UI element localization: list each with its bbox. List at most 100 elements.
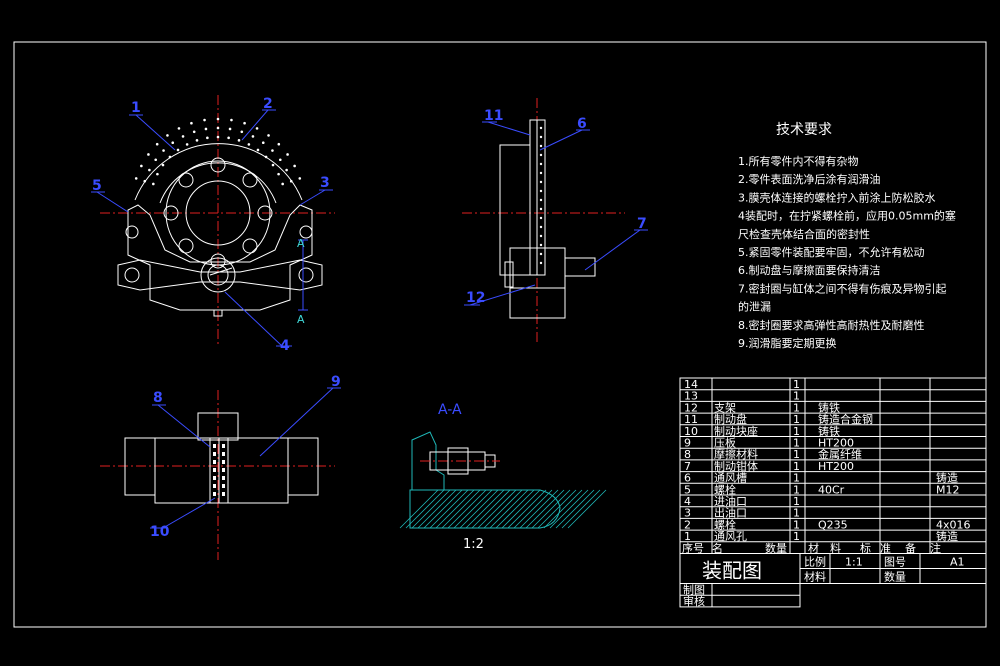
front-view	[100, 95, 335, 345]
bom-material: 铸铁	[818, 400, 840, 414]
tech-items: 1.所有零件内不得有杂物 2.零件表面洗净后涂有润滑油 3.膜壳体连接的螺栓拧入前涂…	[738, 154, 956, 350]
scale-label: 比例	[804, 555, 826, 569]
bom-name: 通风槽	[714, 472, 747, 485]
plan-view-leaders	[150, 387, 341, 529]
callout-9: 9	[331, 374, 341, 390]
section-title: A-A	[438, 402, 462, 418]
callout-11: 11	[484, 108, 503, 124]
callout-2: 2	[263, 96, 273, 112]
bom-material: HT200	[818, 460, 854, 473]
callout-7: 7	[637, 216, 647, 232]
bom-name: 出油口	[714, 506, 747, 520]
tech-item: 9.润滑脂要定期更换	[738, 336, 837, 350]
bom-no: 12	[684, 401, 698, 414]
callout-3: 3	[320, 175, 330, 191]
tech-title: 技术要求	[776, 122, 832, 138]
quantity-label: 数量	[884, 571, 906, 584]
bom-name: 螺栓	[714, 517, 736, 531]
bom-no: 3	[684, 507, 691, 520]
bom-qty: 1	[793, 401, 800, 414]
bom-header: 名	[712, 541, 723, 555]
bom-name: 进油口	[714, 494, 747, 508]
bom-qty: 1	[793, 483, 800, 496]
bom-header: 材	[808, 541, 819, 555]
bom-no: 4	[684, 495, 691, 508]
callout-1: 1	[131, 100, 141, 116]
section-view	[399, 431, 607, 529]
bom-note: M12	[936, 483, 960, 496]
bom-qty: 1	[793, 425, 800, 438]
bom-qty: 1	[793, 472, 800, 485]
callout-12: 12	[466, 290, 485, 306]
drawing-no-label: 图号	[884, 556, 906, 569]
side-view-leaders	[464, 121, 648, 306]
bom-no: 8	[684, 448, 691, 461]
bom-no: 2	[684, 518, 691, 531]
bom-material: 40Cr	[818, 483, 845, 496]
bom-qty: 1	[793, 460, 800, 473]
bom-name: 制动块座	[714, 424, 758, 438]
bom-material: 铸铁	[818, 424, 840, 438]
plan-view	[100, 390, 335, 560]
bom-no: 7	[684, 460, 691, 473]
tech-item: 1.所有零件内不得有杂物	[738, 154, 859, 168]
bom-qty: 1	[793, 495, 800, 508]
tech-item: 的泄漏	[738, 300, 771, 314]
tech-item: 7.密封圈与缸体之间不得有伤痕及异物引起	[738, 281, 947, 295]
bom-material: 铸造合金钢	[818, 412, 873, 426]
bom-note: 铸造	[936, 529, 958, 543]
bom-qty: 1	[793, 378, 800, 391]
tech-item: 2.零件表面洗净后涂有润滑油	[738, 172, 881, 186]
tech-item: 3.膜壳体连接的螺栓拧入前涂上防松胶水	[738, 190, 936, 204]
tech-item: 6.制动盘与摩擦面要保持清洁	[738, 263, 881, 277]
bom-qty: 1	[793, 518, 800, 531]
bom-name: 摩擦材料	[714, 447, 758, 461]
callout-6: 6	[577, 116, 587, 132]
bom-qty: 1	[793, 507, 800, 520]
drawer-label: 制图	[683, 584, 705, 597]
section-marker-bottom: A	[297, 313, 305, 326]
bom-name: 压板	[714, 436, 736, 450]
bom-no: 11	[684, 413, 698, 426]
bom-material: 金属纤维	[818, 447, 862, 461]
title-block-name: 装配图	[702, 559, 762, 583]
bom-header: 准	[880, 542, 891, 555]
bom-note: 4x016	[936, 518, 971, 531]
front-view-leaders	[91, 109, 333, 347]
section-scale: 1:2	[463, 537, 484, 552]
bom-note: 铸造	[936, 471, 958, 485]
bom-header: 数量	[765, 542, 787, 555]
callout-10: 10	[150, 524, 170, 540]
bom-name: 支架	[714, 401, 736, 414]
callout-4: 4	[280, 338, 290, 354]
bom-material: Q235	[818, 518, 848, 531]
checker-label: 审核	[683, 594, 705, 608]
bom-header: 序号	[682, 541, 704, 555]
tech-item: 5.紧固零件装配要牢固，不允许有松动	[738, 245, 925, 259]
tech-item: 4装配时，在拧紧螺栓前，应用0.05mm的塞	[738, 209, 956, 223]
callout-8: 8	[153, 390, 163, 406]
bom-no: 1	[684, 530, 691, 543]
bom-qty: 1	[793, 448, 800, 461]
bom-material: HT200	[818, 437, 854, 450]
tech-item: 8.密封圈要求高弹性高耐热性及耐磨性	[738, 318, 925, 332]
side-view	[462, 98, 625, 345]
section-marker-top: A	[297, 237, 305, 250]
bom-name: 通风孔	[714, 530, 747, 543]
bom-name: 制动盘	[714, 412, 747, 426]
bom-no: 5	[684, 483, 691, 496]
bom-no: 9	[684, 437, 691, 450]
scale-value: 1:1	[845, 556, 863, 569]
bom-no: 6	[684, 472, 691, 485]
material-label: 材料	[804, 570, 826, 584]
bom-header: 注	[930, 541, 941, 555]
bom-qty: 1	[793, 437, 800, 450]
drawing-no-value: A1	[950, 556, 965, 569]
bom-no: 10	[684, 425, 698, 438]
callout-5: 5	[92, 178, 102, 194]
bom-header: 料	[830, 541, 841, 555]
bom-qty: 1	[793, 530, 800, 543]
bom-name: 制动钳体	[714, 459, 758, 473]
